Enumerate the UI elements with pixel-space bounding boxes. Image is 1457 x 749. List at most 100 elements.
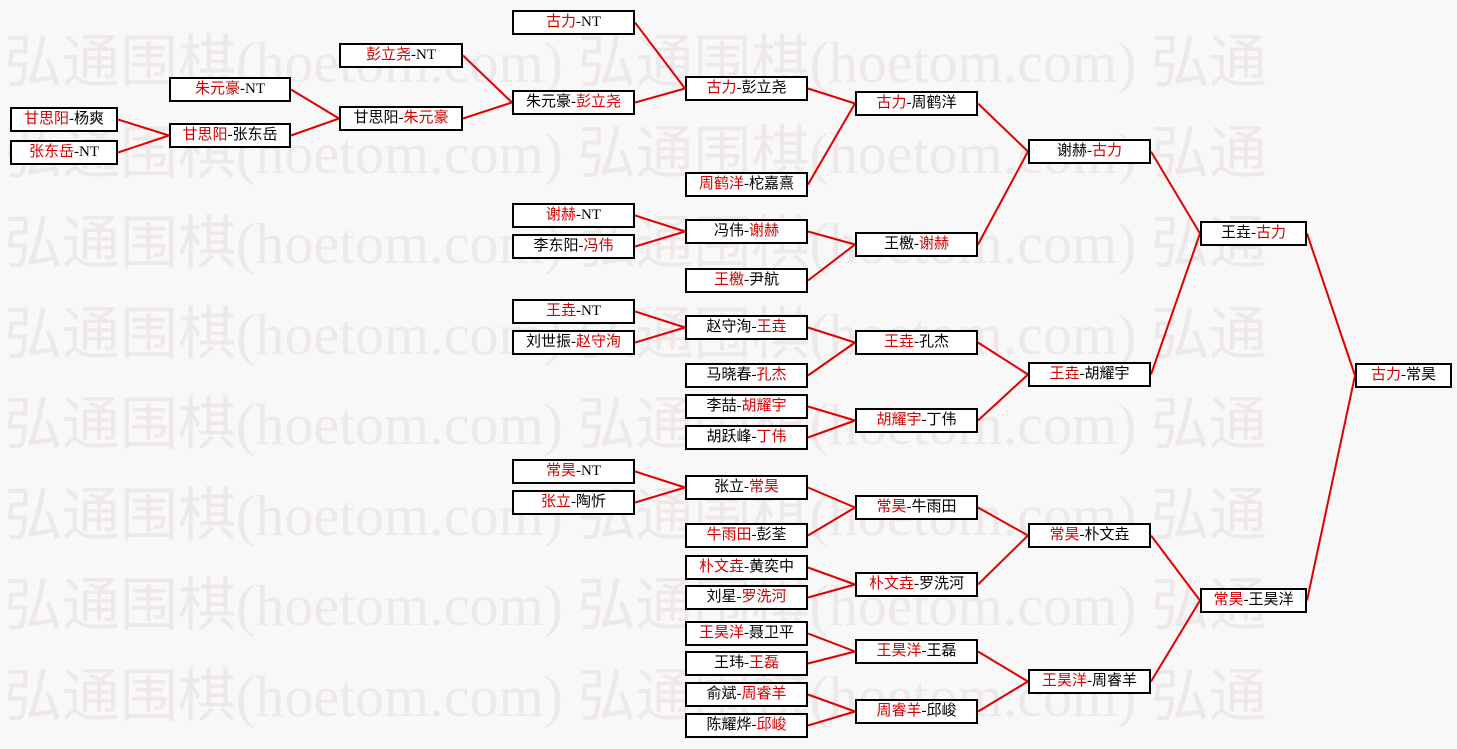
bracket-connector-line — [1150, 599, 1201, 683]
bracket-connector-line — [807, 693, 856, 713]
vs-separator: - — [69, 111, 74, 127]
player1-name: 俞斌 — [706, 686, 737, 702]
match-box: 古力-NT — [512, 10, 635, 35]
bracket-connector-line — [634, 326, 686, 344]
player1-name: 赵守洵 — [706, 319, 752, 335]
bracket-connector-line — [290, 117, 340, 137]
player1-name: 甘思阳 — [182, 127, 228, 143]
bracket-connector-line — [462, 101, 513, 120]
match-box: 王檄-尹航 — [685, 268, 808, 293]
bracket-connector-line — [977, 506, 1029, 537]
vs-separator: - — [736, 589, 742, 605]
vs-separator: - — [1401, 367, 1406, 383]
vs-separator: - — [914, 576, 919, 592]
player2-name: 冯伟 — [583, 238, 614, 254]
player1-name: 周睿羊 — [876, 703, 922, 719]
bracket-connector-line — [1306, 233, 1356, 376]
match-box: 常昊-NT — [512, 459, 635, 484]
player2-name: 柁嘉熹 — [749, 176, 795, 192]
match-box: 王昊洋-周睿羊 — [1028, 669, 1151, 694]
player2-name: 尹航 — [749, 272, 780, 288]
vs-separator: - — [914, 334, 919, 350]
player1-name: 王垚 — [1220, 225, 1251, 241]
vs-separator: - — [227, 127, 233, 143]
vs-separator: - — [751, 319, 757, 335]
match-box: 朱元豪-彭立尧 — [512, 90, 635, 115]
vs-separator: - — [744, 176, 749, 192]
player1-name: 彭立尧 — [365, 47, 411, 63]
player2-name: 王磊 — [926, 643, 957, 659]
vs-separator: - — [906, 95, 912, 111]
match-box: 俞斌-周睿羊 — [685, 682, 808, 707]
match-box: 周睿羊-邱峻 — [855, 699, 978, 724]
player1-name: 李东阳 — [533, 238, 579, 254]
player2-name: 聂卫平 — [749, 625, 795, 641]
player2-name: 罗洗河 — [919, 576, 965, 592]
player2-name: 丁伟 — [926, 412, 957, 428]
match-box: 陈耀烨-邱峻 — [685, 713, 808, 738]
player1-name: 朴文垚 — [868, 576, 914, 592]
player1-name: 刘世振 — [525, 334, 571, 350]
match-box: 甘思阳-张东岳 — [169, 123, 291, 148]
bracket-connector-line — [634, 21, 686, 90]
vs-separator: - — [1079, 527, 1085, 543]
player2-name: NT — [245, 81, 265, 97]
match-box: 王垚-NT — [512, 299, 635, 324]
player2-name: 牛雨田 — [911, 499, 957, 515]
player1-name: 王垚 — [883, 334, 914, 350]
player1-name: 周鹤洋 — [698, 176, 744, 192]
vs-separator: - — [744, 272, 749, 288]
match-box: 甘思阳-杨爽 — [10, 107, 118, 132]
bracket-connector-line — [807, 419, 856, 439]
match-box: 王垚-胡耀宇 — [1028, 362, 1151, 387]
vs-separator: - — [744, 479, 749, 495]
player2-name: NT — [79, 144, 99, 160]
bracket-connector-line — [634, 87, 686, 104]
player2-name: NT — [581, 463, 601, 479]
match-box: 常昊-牛雨田 — [855, 495, 978, 520]
match-box: 王玮-王磊 — [685, 651, 808, 676]
vs-separator: - — [571, 94, 576, 110]
watermark-row: 弘通围棋(hoetom.com) 弘通围棋(hoetom.com) 弘通 — [4, 573, 1267, 638]
match-box: 张东岳-NT — [10, 140, 118, 165]
match-box: 马晓春-孔杰 — [685, 363, 808, 388]
match-box: 甘思阳-朱元豪 — [339, 106, 463, 131]
bracket-connector-line — [807, 326, 856, 344]
vs-separator: - — [751, 527, 757, 543]
player1-name: 胡跃峰 — [706, 429, 752, 445]
player2-name: 朱元豪 — [403, 110, 449, 126]
bracket-connector-line — [807, 566, 856, 586]
watermark-row: 弘通围棋(hoetom.com) 弘通围棋(hoetom.com) 弘通 — [4, 211, 1267, 276]
bracket-connector-line — [977, 534, 1029, 586]
bracket-connector-line — [807, 710, 856, 727]
player1-name: 王昊洋 — [1041, 673, 1087, 689]
vs-separator: - — [1251, 225, 1256, 241]
player1-name: 古力 — [1370, 367, 1401, 383]
player2-name: NT — [581, 14, 601, 30]
vs-separator: - — [1087, 673, 1092, 689]
player2-name: 常昊 — [1406, 367, 1437, 383]
player2-name: 周睿羊 — [741, 686, 787, 702]
match-box: 赵守洵-王垚 — [685, 315, 808, 340]
player1-name: 谢赫 — [545, 207, 576, 223]
bracket-connector-line — [1150, 233, 1201, 375]
player2-name: 谢赫 — [749, 223, 780, 239]
bracket-connector-line — [1150, 534, 1201, 602]
bracket-connector-line — [807, 405, 856, 422]
bracket-connector-line — [1150, 150, 1201, 235]
player1-name: 甘思阳 — [23, 111, 69, 127]
vs-separator: - — [736, 80, 742, 96]
player1-name: 陈耀烨 — [706, 717, 752, 733]
match-box: 王垚-孔杰 — [855, 330, 978, 355]
player2-name: 邱峻 — [756, 717, 787, 733]
player1-name: 王檄 — [883, 236, 914, 252]
vs-separator: - — [576, 207, 581, 223]
player2-name: 赵守洵 — [576, 334, 622, 350]
player1-name: 朴文垚 — [698, 559, 744, 575]
bracket-connector-line — [977, 373, 1029, 422]
player2-name: NT — [581, 303, 601, 319]
player1-name: 张东岳 — [28, 144, 74, 160]
vs-separator: - — [1243, 592, 1249, 608]
player2-name: NT — [581, 207, 601, 223]
match-box: 王昊洋-聂卫平 — [685, 621, 808, 646]
